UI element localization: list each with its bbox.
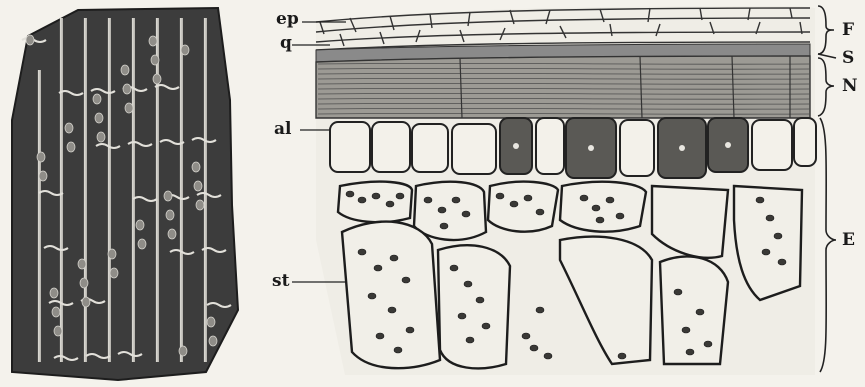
label-F: F	[842, 22, 854, 39]
cross-section	[292, 6, 836, 375]
aleurone-layer	[330, 118, 816, 178]
label-st: st	[272, 273, 289, 290]
label-al: al	[274, 121, 291, 138]
label-E: E	[842, 232, 855, 249]
label-N: N	[842, 78, 858, 95]
label-ep: ep	[276, 11, 299, 28]
surface-view-epidermis	[12, 8, 238, 380]
layer-N	[316, 56, 810, 118]
brace-markers	[818, 6, 836, 372]
label-q: q	[280, 35, 292, 52]
label-S: S	[842, 50, 854, 67]
